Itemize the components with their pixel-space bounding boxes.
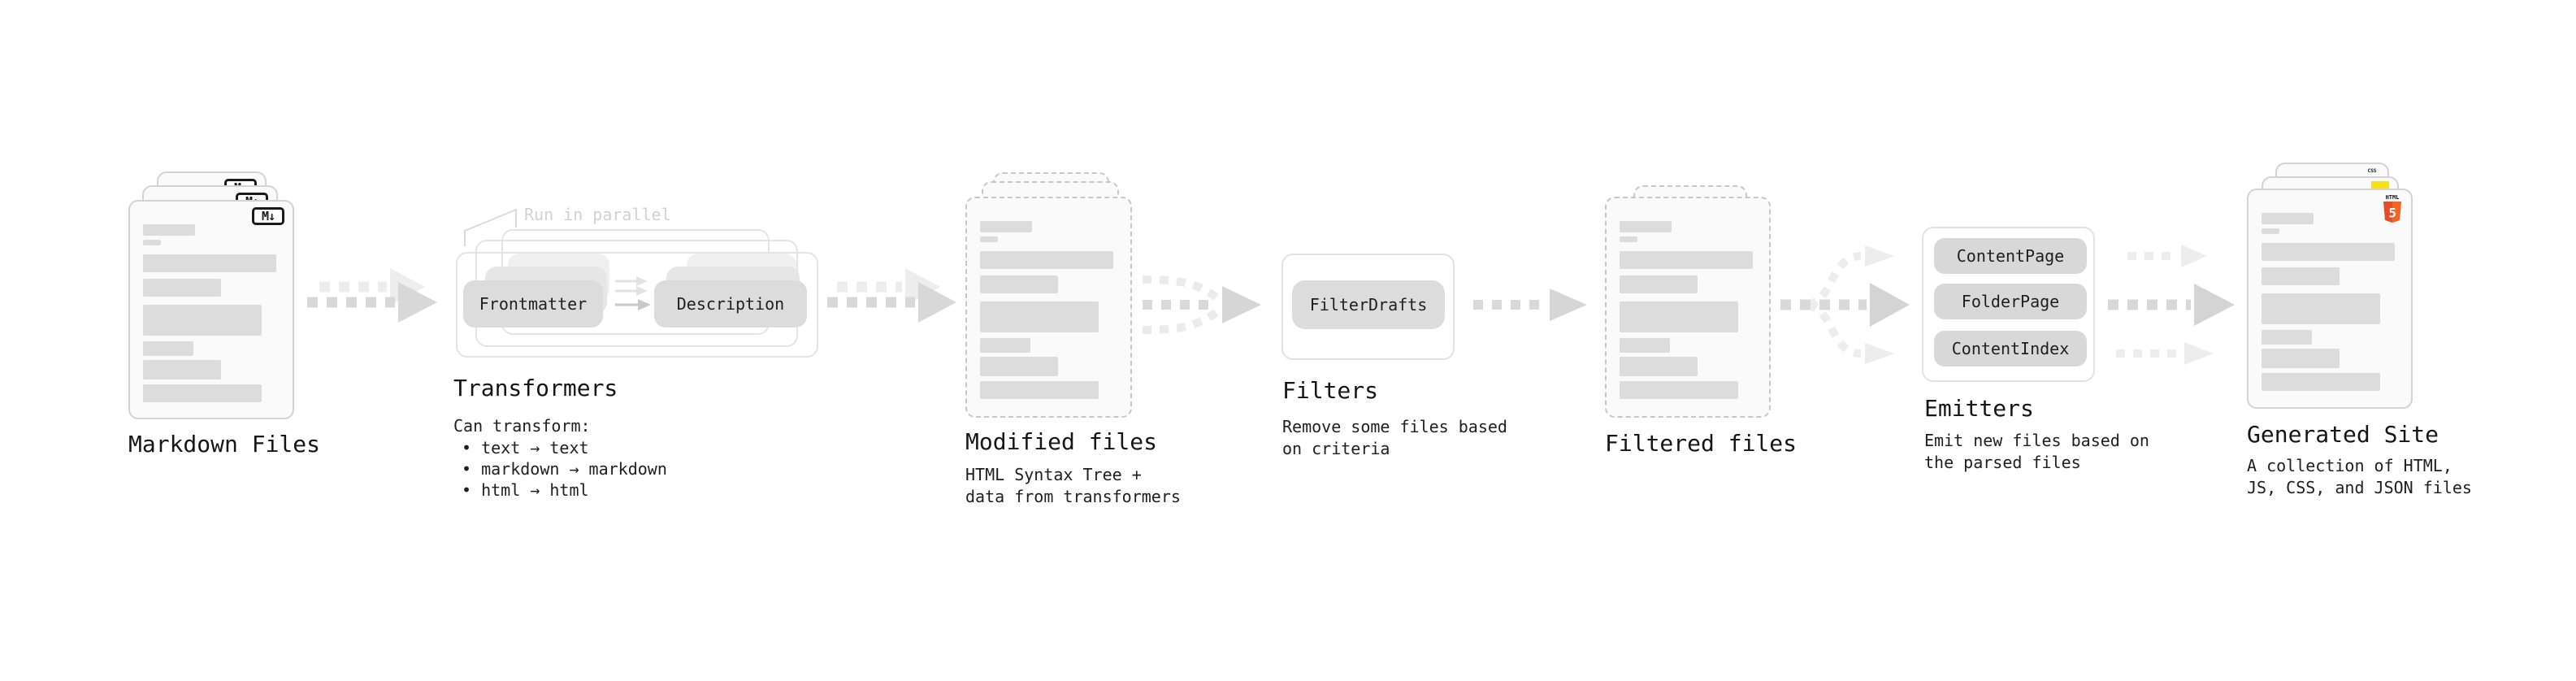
- markdown-icon-glyph: M↓: [261, 209, 275, 223]
- doc-content-bar: [143, 384, 262, 402]
- css-file-icon-label: CSS: [2367, 168, 2377, 174]
- frontmatter-pill: Frontmatter: [463, 280, 603, 327]
- doc-content-bar: [143, 240, 161, 245]
- transformers-bullet: • markdown → markdown: [462, 459, 667, 479]
- frontmatter-pill-label: Frontmatter: [479, 294, 588, 314]
- description-pill: Description: [654, 280, 807, 327]
- filterdrafts-pill: FilterDrafts: [1292, 280, 1445, 329]
- transformer-step-arrows: [615, 276, 651, 310]
- doc-content-bar: [1620, 221, 1672, 232]
- folderpage-pill-label: FolderPage: [1961, 292, 2060, 311]
- doc-content-bar: [2262, 293, 2380, 324]
- generated-site-label: Generated Site: [2247, 421, 2439, 448]
- markdown-files-label: Markdown Files: [128, 431, 321, 458]
- filterdrafts-pill-label: FilterDrafts: [1309, 295, 1428, 314]
- generated-site-desc: A collection of HTML, JS, CSS, and JSON …: [2247, 456, 2472, 497]
- modified-doc-front: [965, 197, 1132, 418]
- transformers-note-title: Can transform:: [453, 416, 591, 436]
- doc-content-bar: [1620, 236, 1637, 242]
- filters-desc: Remove some files based on criteria: [1282, 417, 1507, 458]
- generated-doc-front: HTML 5: [2247, 189, 2413, 409]
- run-in-parallel-annotation: Run in parallel: [524, 205, 671, 224]
- emitters-label: Emitters: [1924, 395, 2034, 422]
- doc-content-bar: [980, 275, 1058, 293]
- doc-content-bar: [2262, 243, 2395, 261]
- transformers-label: Transformers: [453, 375, 618, 401]
- doc-content-bar: [143, 341, 193, 356]
- html5-icon: HTML 5: [2383, 194, 2401, 223]
- markdown-doc-front: M↓: [128, 200, 294, 419]
- contentpage-pill-label: ContentPage: [1956, 246, 2065, 266]
- doc-content-bar: [1620, 381, 1738, 399]
- doc-content-bar: [2262, 349, 2340, 368]
- doc-content-bar: [980, 357, 1058, 376]
- emitters-desc: Emit new files based on the parsed files: [1924, 431, 2149, 472]
- doc-content-bar: [1620, 338, 1670, 353]
- doc-content-bar: [2262, 373, 2380, 391]
- filtered-files-label: Filtered files: [1605, 430, 1798, 457]
- doc-content-bar: [1620, 301, 1738, 332]
- description-pill-label: Description: [676, 294, 785, 314]
- doc-content-bar: [143, 279, 221, 297]
- filters-label: Filters: [1282, 377, 1379, 404]
- doc-content-bar: [2262, 330, 2312, 345]
- doc-content-bar: [980, 301, 1099, 332]
- doc-content-bar: [980, 251, 1113, 269]
- doc-content-bar: [1620, 357, 1698, 376]
- doc-content-bar: [143, 254, 276, 272]
- doc-content-bar: [143, 224, 195, 236]
- arrow-filters-to-filtered: [1473, 288, 1587, 321]
- doc-content-bar: [980, 236, 998, 242]
- run-in-parallel-leader-line: [464, 208, 517, 246]
- arrow-markdown-to-transformers: [307, 268, 437, 323]
- doc-content-bar: [980, 221, 1032, 232]
- arrow-emitters-to-generated: [2108, 245, 2235, 365]
- html5-icon-text: HTML: [2386, 194, 2400, 201]
- contentpage-pill: ContentPage: [1934, 238, 2087, 274]
- folderpage-pill: FolderPage: [1934, 284, 2087, 319]
- doc-content-bar: [143, 305, 262, 336]
- modified-files-desc: HTML Syntax Tree + data from transformer…: [965, 465, 1181, 506]
- contentindex-pill-label: ContentIndex: [1951, 339, 2070, 358]
- arrow-modified-to-filters: [1142, 275, 1261, 334]
- doc-content-bar: [1620, 275, 1698, 293]
- arrow-transformers-to-modified: [827, 268, 956, 323]
- html5-icon-number: 5: [2388, 206, 2396, 221]
- doc-content-bar: [2262, 267, 2340, 285]
- js-file-icon: [2371, 181, 2389, 189]
- transformers-bullet: • text → text: [462, 438, 589, 458]
- contentindex-pill: ContentIndex: [1934, 331, 2087, 367]
- doc-content-bar: [2262, 213, 2314, 224]
- markdown-icon: M↓: [252, 207, 284, 225]
- doc-content-bar: [1620, 251, 1753, 269]
- transformers-bullet: • html → html: [462, 480, 589, 500]
- modified-files-label: Modified files: [965, 428, 1158, 455]
- doc-content-bar: [143, 360, 221, 380]
- arrow-filtered-to-emitters: [1780, 245, 1910, 364]
- doc-content-bar: [980, 338, 1030, 353]
- filtered-doc-front: [1605, 197, 1771, 418]
- doc-content-bar: [980, 381, 1099, 399]
- transformer-container-front: [456, 252, 818, 358]
- doc-content-bar: [2262, 228, 2279, 234]
